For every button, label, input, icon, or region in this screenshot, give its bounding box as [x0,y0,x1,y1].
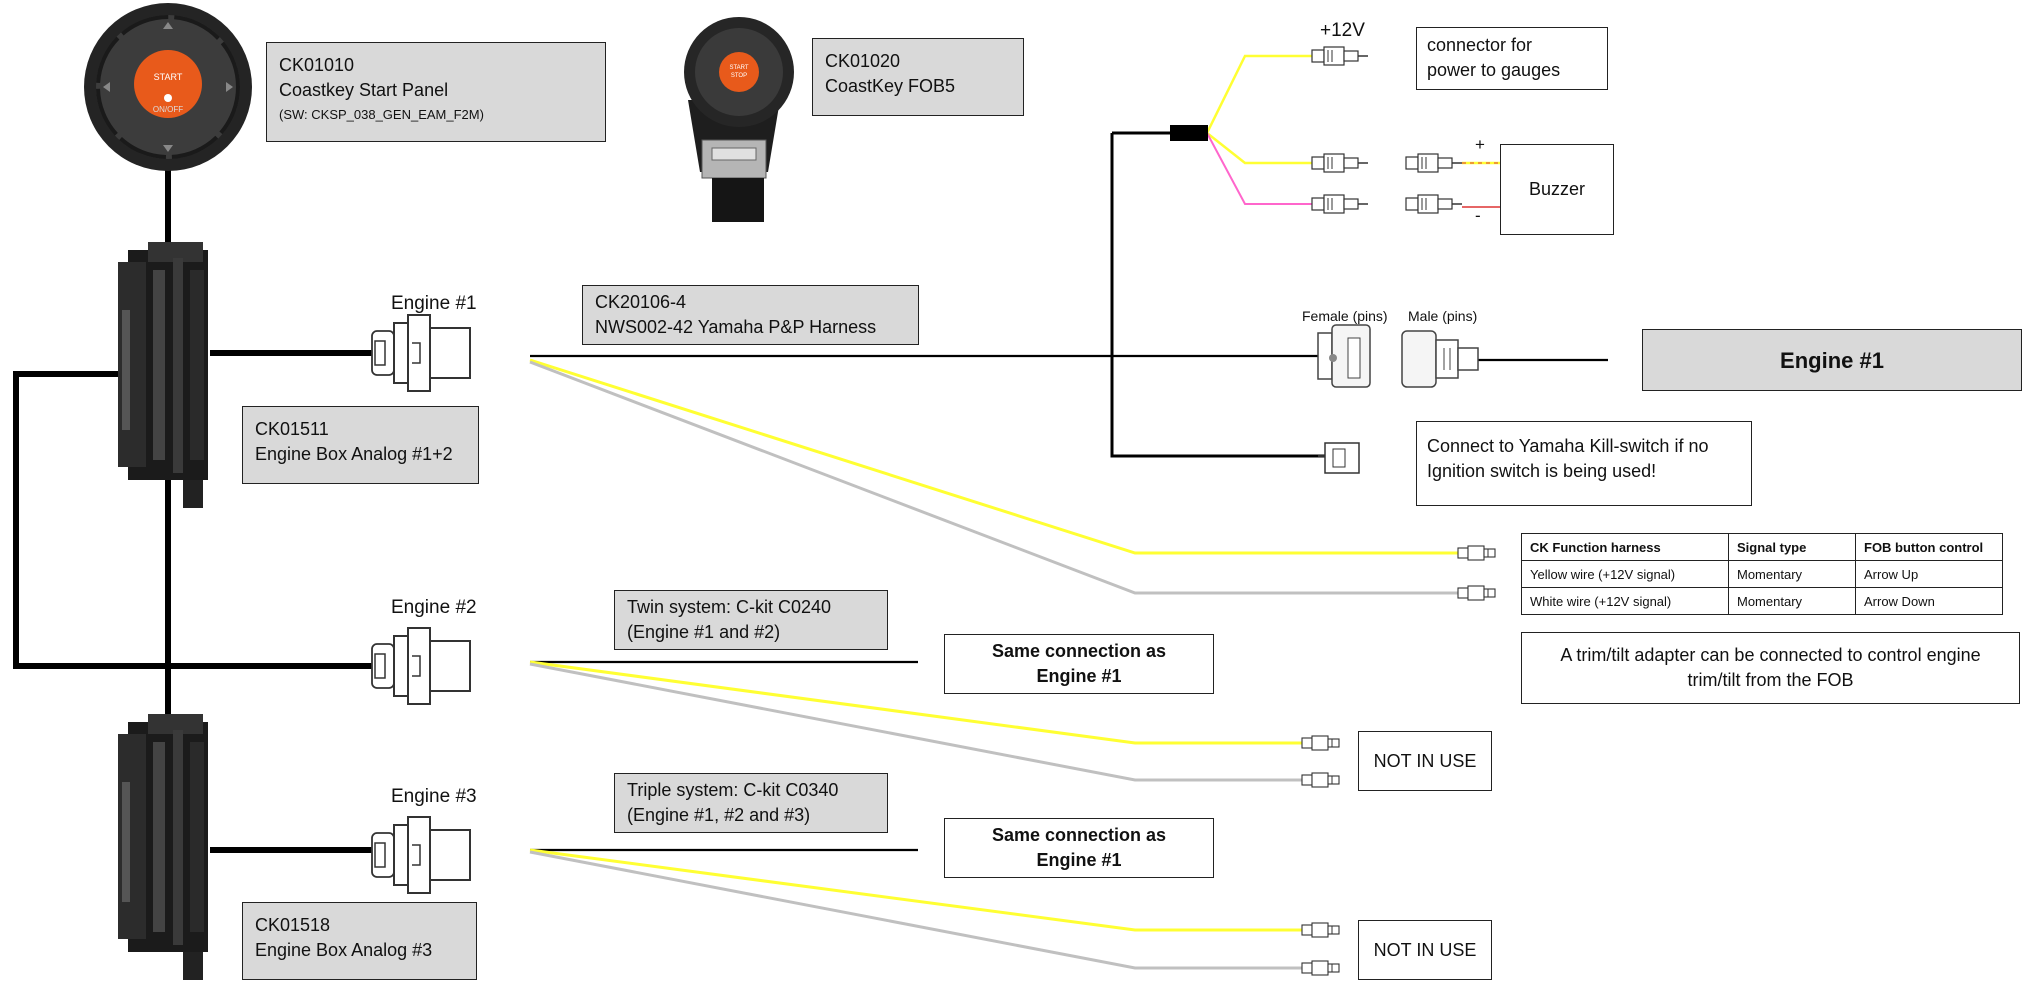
table-cell: White wire (+12V signal) [1521,587,1729,615]
plus-12v-label: +12V [1320,20,1365,41]
buzzer-plug-minus-a [1311,194,1369,214]
buzzer-box: Buzzer [1500,144,1614,235]
splice-block [1170,125,1208,141]
twin-line-2: (Engine #1 and #2) [627,622,781,642]
table-cell: Arrow Up [1855,560,2003,588]
table-header-cell: Signal type [1728,533,1856,561]
engine-box-1-label-box: CK01511 Engine Box Analog #1+2 [242,406,479,484]
fob-image: START STOP [684,17,794,222]
same-connection-2-line-2: Engine #1 [1036,850,1122,870]
not-in-use-2-label: NOT IN USE [1373,939,1477,960]
white-wire-plug-2 [1301,772,1340,788]
table-header-cell: FOB button control [1855,533,2003,561]
table-row: White wire (+12V signal) Momentary Arrow… [1521,587,2003,615]
table-cell: Yellow wire (+12V signal) [1521,560,1729,588]
engine-3-connector [371,816,471,894]
same-connection-box-2: Same connection as Engine #1 [944,818,1214,878]
engine-box-2-label-box: CK01518 Engine Box Analog #3 [242,902,477,980]
engine-box-2-name: Engine Box Analog #3 [255,940,433,960]
function-table: CK Function harness Signal type FOB butt… [1521,533,2003,615]
kill-switch-line-2: Ignition switch is being used! [1427,461,1657,481]
not-in-use-box-1: NOT IN USE [1358,731,1492,791]
harness-code: CK20106-4 [595,292,687,312]
harness-label-box: CK20106-4 NWS002-42 Yamaha P&P Harness [582,285,919,345]
kill-switch-note-box: Connect to Yamaha Kill-switch if no Igni… [1416,421,1752,506]
buzzer-minus-label: - [1475,206,1481,225]
female-pins-label: Female (pins) [1302,308,1388,324]
fob-name: CoastKey FOB5 [825,76,956,96]
gauge-power-plug [1311,46,1369,66]
fob-code: CK01020 [825,51,901,71]
table-cell: Momentary [1728,560,1856,588]
fob-label-box: CK01020 CoastKey FOB5 [812,38,1024,116]
white-wire-plug-3 [1301,960,1340,976]
gauge-connector-box: connector for power to gauges [1416,27,1608,90]
fob-stop-text: STOP [731,73,747,79]
triple-line-2: (Engine #1, #2 and #3) [627,805,811,825]
start-panel-image: START ON/OFF [84,3,252,171]
buzzer-plug-plus-b [1405,153,1463,173]
start-panel-name: Coastkey Start Panel [279,80,449,100]
engine-box-2-code: CK01518 [255,915,331,935]
buzzer-plug-plus-a [1311,153,1369,173]
triple-line-1: Triple system: C-kit C0340 [627,780,839,800]
white-wire-plug-1 [1457,585,1496,601]
same-connection-1-line-2: Engine #1 [1036,666,1122,686]
kill-switch-line-1: Connect to Yamaha Kill-switch if no [1427,436,1709,456]
engine-box-1-name: Engine Box Analog #1+2 [255,444,453,464]
kill-switch-connector [1318,442,1360,474]
trim-note-line-2: trim/tilt from the FOB [1687,670,1854,690]
same-connection-1-line-1: Same connection as [991,641,1167,661]
trim-tilt-note-box: A trim/tilt adapter can be connected to … [1521,632,2020,704]
male-pins-label: Male (pins) [1408,308,1478,324]
engine-1-label: Engine #1 [391,293,477,314]
fob-start-text: START [729,65,748,71]
buzzer-plus-label: + [1475,135,1485,154]
engine-1-box-label: Engine #1 [1780,347,1884,373]
start-panel-label-box: CK01010 Coastkey Start Panel (SW: CKSP_0… [266,42,606,142]
not-in-use-1-label: NOT IN USE [1373,750,1477,771]
yellow-wire-plug-3 [1301,922,1340,938]
table-row: Yellow wire (+12V signal) Momentary Arro… [1521,560,2003,588]
start-panel-code: CK01010 [279,55,355,75]
engine-box-1-code: CK01511 [255,419,329,439]
table-header-cell: CK Function harness [1521,533,1729,561]
same-connection-2-line-1: Same connection as [991,825,1167,845]
engine-1-connector [371,314,471,392]
engine-1-box: Engine #1 [1642,329,2022,391]
buzzer-plug-minus-b [1405,194,1463,214]
engine-2-connector [371,627,471,705]
female-connector [1317,324,1371,388]
engine-3-label: Engine #3 [391,786,477,807]
colored-wires [529,54,1500,970]
engine-box-1-image [118,242,208,508]
male-connector [1401,330,1479,388]
twin-line-1: Twin system: C-kit C0240 [627,597,832,617]
harness-name: NWS002-42 Yamaha P&P Harness [595,317,877,337]
function-table-header: CK Function harness Signal type FOB butt… [1521,533,2003,561]
gauge-connector-line-1: connector for [1427,35,1533,55]
start-panel-sw: (SW: CKSP_038_GEN_EAM_F2M) [279,107,484,122]
engine-2-label: Engine #2 [391,597,477,618]
twin-system-box: Twin system: C-kit C0240 (Engine #1 and … [614,590,888,650]
start-button-text: START [154,72,183,82]
trim-note-line-1: A trim/tilt adapter can be connected to … [1560,645,1981,665]
not-in-use-box-2: NOT IN USE [1358,920,1492,980]
triple-system-box: Triple system: C-kit C0340 (Engine #1, #… [614,773,888,833]
buzzer-label: Buzzer [1528,179,1586,199]
yellow-wire-plug-1 [1457,545,1496,561]
table-cell: Arrow Down [1855,587,2003,615]
same-connection-box-1: Same connection as Engine #1 [944,634,1214,694]
table-cell: Momentary [1728,587,1856,615]
engine-box-2-image [118,714,208,980]
on-off-text: ON/OFF [153,105,183,114]
yellow-wire-plug-2 [1301,735,1340,751]
black-wires [13,131,1608,853]
gauge-connector-line-2: power to gauges [1427,60,1561,80]
